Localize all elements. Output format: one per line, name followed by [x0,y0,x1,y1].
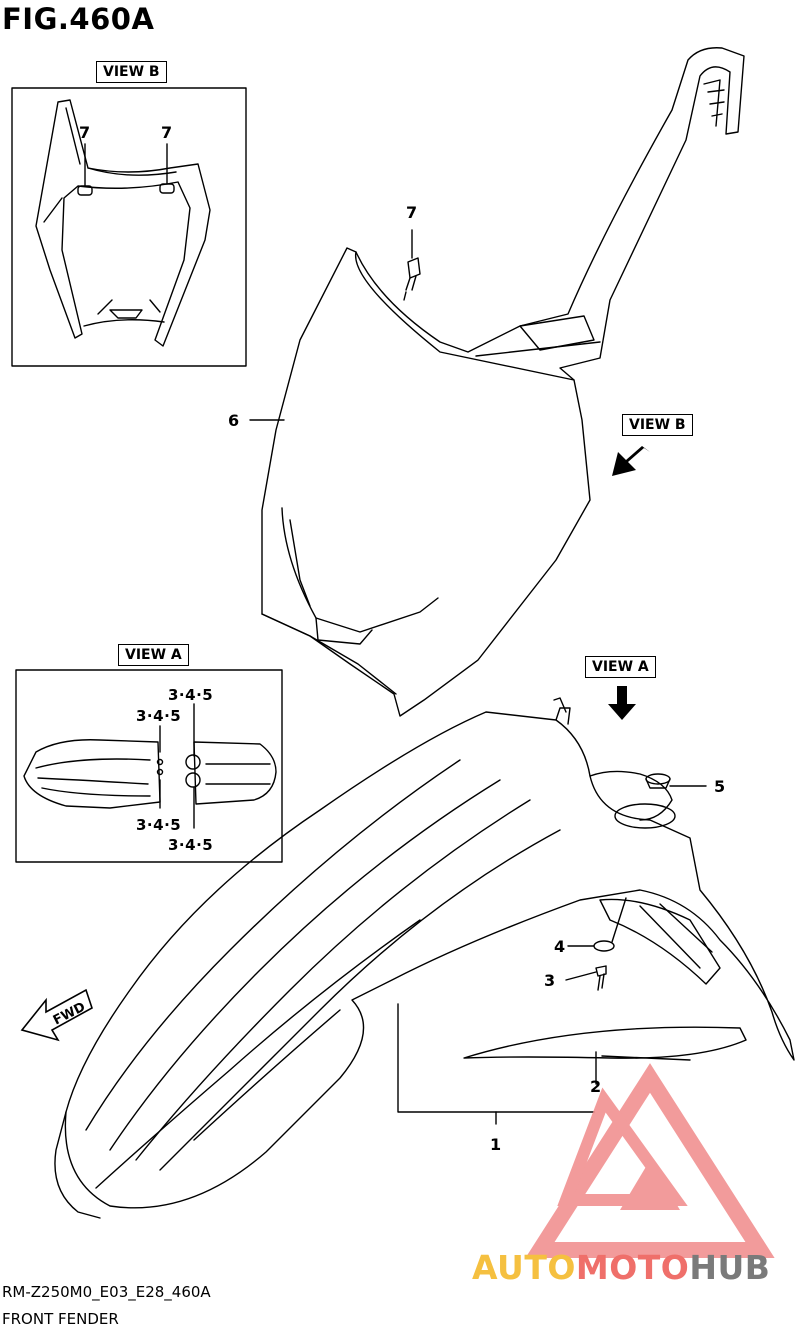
callout-washer-top: 5 [714,777,726,796]
callout-view-a-bottom-inner: 3·4·5 [136,816,182,834]
watermark-part-2: MOTO [575,1248,690,1287]
callout-view-a-top-inner: 3·4·5 [136,707,182,725]
fwd-arrow-icon [20,988,93,1042]
watermark-part-1: AUTO [472,1248,576,1287]
callout-view-b-left: 7 [79,123,91,142]
view-b-number-plate-drawing [35,99,211,347]
number-plate-drawing [261,47,745,717]
callout-view-a-top-outer: 3·4·5 [168,686,214,704]
view-a-frame [15,669,283,863]
callout-bolt-lower: 3 [544,971,556,990]
watermark-brand: AUTOMOTOHUB [472,1248,770,1287]
callout-washer-lower: 4 [554,937,566,956]
view-b-arrow-icon [612,446,650,476]
figure-title: FIG.460A [2,2,155,36]
callout-view-b-right: 7 [161,123,173,142]
callout-decal: 2 [590,1077,602,1096]
watermark-logo-icon [525,1063,775,1258]
figure-name: FRONT FENDER [2,1310,119,1328]
view-a-arrow-icon [608,686,636,720]
front-fender-drawing [54,697,795,1219]
callout-number-plate: 6 [228,411,240,430]
leader-lines [249,419,597,1125]
watermark-part-3: HUB [689,1248,771,1287]
callout-fender: 1 [490,1135,502,1154]
view-b-arrow-label: VIEW B [622,414,693,436]
figure-code: RM-Z250M0_E03_E28_460A [2,1283,211,1301]
callout-view-a-bottom-outer: 3·4·5 [168,836,214,854]
number-plate-bolt-drawing [403,229,421,301]
fender-hardware-drawing [565,773,707,991]
view-b-frame [11,87,247,367]
view-a-fender-drawing [23,703,277,829]
view-a-arrow-label: VIEW A [585,656,656,678]
view-b-label: VIEW B [96,61,167,83]
callout-number-plate-bolt: 7 [406,203,418,222]
view-a-label: VIEW A [118,644,189,666]
